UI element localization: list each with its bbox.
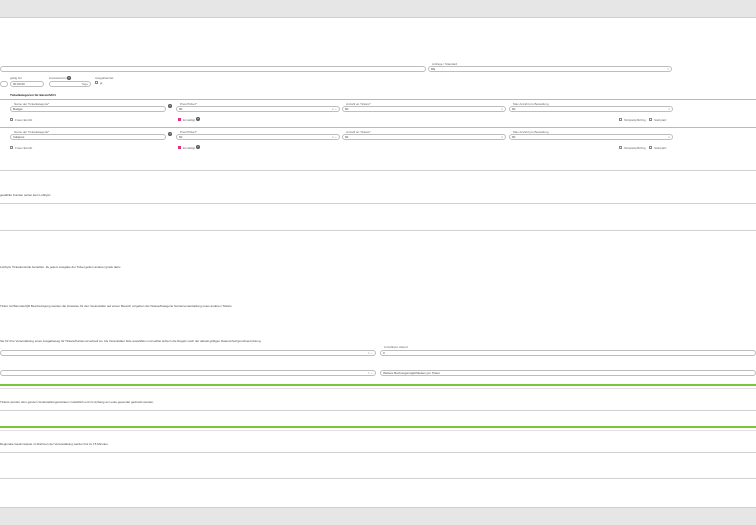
lower-select-1[interactable]: × ⌄ — [0, 350, 376, 356]
ticket-price-value: 60 — [179, 107, 183, 111]
section-divider — [0, 203, 756, 204]
free-entry-checkbox[interactable] — [10, 118, 13, 121]
ticket-name-label-2: Name der Ticketkategorie* — [14, 130, 50, 134]
ticket-price-value-2: 60 — [179, 135, 183, 139]
ticket-price-stepper[interactable]: × ⌄ — [331, 107, 337, 111]
date-value: 00.00.00 — [13, 82, 25, 86]
info-text-2: Lobbytix Ticketkontrolle bestellen. Zu j… — [0, 265, 122, 269]
valid-until-label: gültig bis — [10, 76, 22, 80]
days-unit: Tage — [81, 82, 88, 86]
ticket-help-icon-2[interactable]: ? — [168, 132, 172, 136]
event-title-field[interactable] — [0, 66, 426, 72]
free-entry-checkbox-2[interactable] — [10, 146, 13, 149]
booking-options-value: Weitere Buchungsmöglichkeiten pro Ticket — [383, 371, 440, 375]
ticket-price-field[interactable]: 60 × ⌄ — [176, 106, 340, 112]
standing-label-2: Stehplatz — [654, 146, 667, 150]
language-select[interactable]: DE × — [428, 66, 672, 72]
ticket-name-value: Budget — [13, 107, 23, 111]
bottom-toolbar — [0, 507, 756, 525]
free-entry-label-2: Freier Eintritt — [15, 146, 33, 150]
booking-options-field[interactable]: Weitere Buchungsmöglichkeiten pro Ticket — [380, 370, 756, 376]
reduced-checkbox[interactable] — [178, 118, 181, 121]
section-divider — [0, 170, 756, 171]
ticket-price-field-2[interactable]: 60 × ⌄ — [176, 134, 340, 140]
ticket-max-label-2: Max Anzahl pro Bestellung — [513, 130, 549, 134]
ticket-count-value: 60 — [345, 107, 349, 111]
reduced-label-2: Ermäßigt — [183, 146, 196, 150]
valid-until-field[interactable] — [0, 81, 8, 87]
ticket-count-field[interactable]: 60 × — [342, 106, 506, 112]
ticket-price-label-2: Preis/Ticket* — [180, 130, 197, 134]
ticket-max-label: Max Anzahl pro Bestellung — [513, 102, 549, 106]
ticket-price-label: Preis/Ticket* — [180, 102, 197, 106]
quantity-label: Anzahl/pro Abend — [384, 345, 408, 349]
standing-checkbox-2[interactable] — [649, 146, 652, 149]
ticket-price-stepper-2[interactable]: × ⌄ — [331, 135, 337, 139]
hidden-checkbox-caption: ja — [100, 81, 103, 85]
language-label: Anfrage / Standard — [432, 62, 458, 66]
green-divider — [0, 384, 756, 386]
free-entry-label: Freier Eintritt — [15, 118, 33, 122]
ticket-name-field[interactable]: Budget — [10, 106, 166, 112]
info-text-5: Tickets werden dem ganzen Veranstaltungs… — [0, 400, 154, 404]
ticket-count-label-2: Anzahl an Tickets* — [346, 130, 371, 134]
reduced-checkbox-2[interactable] — [178, 146, 181, 149]
seat-checkbox-2[interactable] — [619, 146, 622, 149]
hidden-checkbox[interactable] — [95, 81, 98, 84]
hidden-label: Ausgeblendet — [95, 76, 114, 80]
section-divider — [0, 452, 756, 453]
section-divider — [0, 430, 756, 431]
ticket-section-title: Ticketkategorien für Bereich/Ort — [10, 93, 56, 97]
ticket-name-value-2: Vollpreis — [13, 135, 25, 139]
standing-checkbox[interactable] — [649, 118, 652, 121]
date-field[interactable]: 00.00.00 — [10, 81, 44, 87]
ticket-max-stepper[interactable]: × — [668, 107, 670, 111]
ticket-count-stepper-2[interactable]: × — [501, 135, 503, 139]
language-value: DE — [431, 67, 436, 71]
ticket-name-label: Name der Ticketkategorie* — [14, 102, 50, 106]
language-clear-icon[interactable]: × — [667, 67, 669, 71]
ticket-help-icon[interactable]: ? — [168, 104, 172, 108]
ticket-max-value-2: 60 — [512, 135, 516, 139]
reduced-label: Ermäßigt — [183, 118, 196, 122]
seat-label-2: Sitzplatzpflichtig — [624, 146, 646, 150]
section-divider — [0, 388, 756, 389]
days-label: Anreisetermin — [49, 76, 68, 80]
section-divider — [0, 410, 756, 411]
ticket-max-field-2[interactable]: 60 × — [509, 134, 673, 140]
ticket-row-2-divider — [0, 127, 756, 128]
ticket-count-stepper[interactable]: × — [501, 107, 503, 111]
info-text-6: Regionale Gewinnspiele im Rahmen der Ver… — [0, 442, 109, 446]
help-icon[interactable]: ? — [67, 76, 71, 80]
info-text-4: Sie für Ihre Veranstaltung einen Ausgabe… — [0, 339, 262, 343]
ticket-max-field[interactable]: 60 × — [509, 106, 673, 112]
ticket-row-1-divider — [0, 99, 756, 100]
top-toolbar — [0, 0, 756, 18]
quantity-value: 0 — [383, 351, 385, 355]
ticket-count-value-2: 60 — [345, 135, 349, 139]
days-field[interactable]: Tage — [49, 81, 91, 87]
reduced-help-icon[interactable]: ? — [196, 117, 200, 121]
seat-checkbox[interactable] — [619, 118, 622, 121]
info-text-1: gewählte Kunden sehen kein Lobbytix — [0, 193, 51, 197]
ticket-count-label: Anzahl an Tickets* — [346, 102, 371, 106]
standing-label: Stehplatz — [654, 118, 667, 122]
info-text-3: Ticket mit Barcode/QR Bescheinigung werd… — [0, 304, 233, 308]
lower-select-2[interactable]: × ⌄ — [0, 370, 376, 376]
lower-select-2-controls[interactable]: × ⌄ — [367, 371, 373, 375]
lower-select-1-controls[interactable]: × ⌄ — [367, 351, 373, 355]
section-divider — [0, 478, 756, 479]
ticket-max-value: 60 — [512, 107, 516, 111]
quantity-field[interactable]: 0 — [380, 350, 756, 356]
ticket-name-field-2[interactable]: Vollpreis — [10, 134, 166, 140]
seat-label: Sitzplatzpflichtig — [624, 118, 646, 122]
section-divider — [0, 230, 756, 231]
ticket-max-stepper-2[interactable]: × — [668, 135, 670, 139]
reduced-help-icon-2[interactable]: ? — [196, 145, 200, 149]
green-divider — [0, 426, 756, 428]
ticket-count-field-2[interactable]: 60 × — [342, 134, 506, 140]
